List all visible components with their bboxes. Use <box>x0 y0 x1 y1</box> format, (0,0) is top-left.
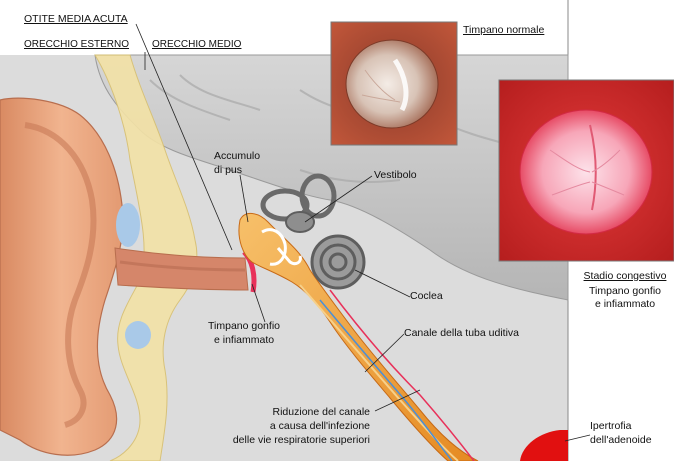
congestive-caption-line3: e infiammato <box>579 298 671 311</box>
middle-ear-heading: ORECCHIO MEDIO <box>152 38 241 51</box>
congestive-eardrum-inset <box>499 80 674 261</box>
normal-eardrum-inset <box>331 22 457 145</box>
narrowing-label-line3: delle vie respiratorie superiori <box>190 434 370 447</box>
cartilage-blue-spot-2 <box>125 321 151 349</box>
congestive-caption-line2: Timpano gonfio <box>579 285 671 298</box>
main-title: OTITE MEDIA ACUTA <box>24 13 128 26</box>
cartilage-blue-spot-1 <box>116 203 140 247</box>
cochlea-structure <box>312 236 364 288</box>
pus-label-line1: Accumulo <box>214 150 260 163</box>
normal-eardrum-caption: Timpano normale <box>463 24 544 37</box>
pinna <box>0 98 123 455</box>
congestive-caption-line1: Stadio congestivo <box>579 270 671 283</box>
cochlea-label: Coclea <box>410 290 443 303</box>
narrowing-label-line2: a causa dell'infezione <box>210 420 370 433</box>
pus-label-line2: di pus <box>214 164 242 177</box>
narrowing-label-line1: Riduzione del canale <box>210 406 370 419</box>
outer-ear-heading: ORECCHIO ESTERNO <box>24 38 129 51</box>
eardrum-label-line2: e infiammato <box>214 334 274 347</box>
adenoid-label-line1: Ipertrofia <box>590 420 631 433</box>
vestibule-label: Vestibolo <box>374 169 417 182</box>
tube-label: Canale della tuba uditiva <box>404 327 519 340</box>
eardrum-label-line1: Timpano gonfio <box>208 320 280 333</box>
adenoid-label-line2: dell'adenoide <box>590 434 652 447</box>
